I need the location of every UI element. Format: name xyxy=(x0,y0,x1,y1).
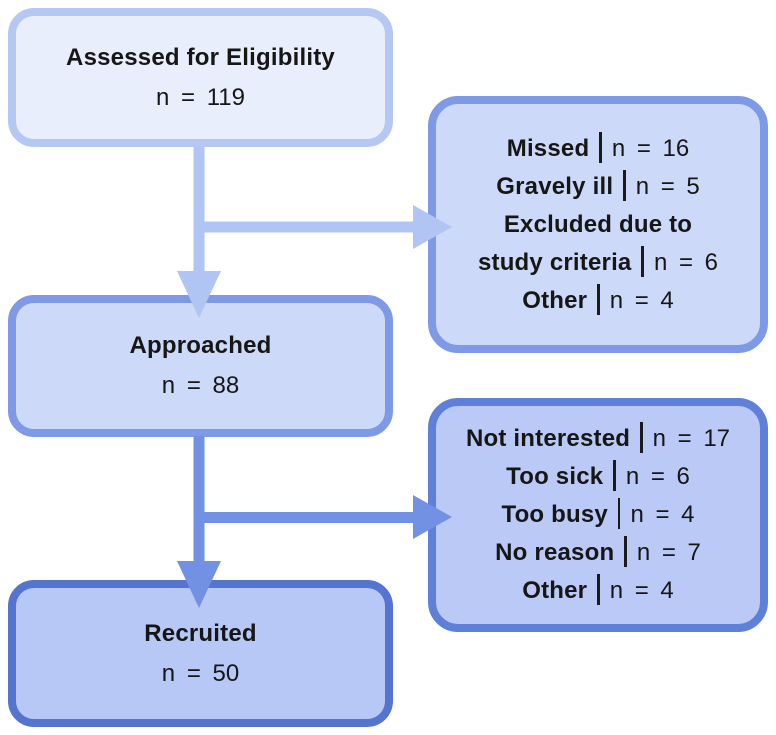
exclusion-count: n = 5 xyxy=(635,172,700,200)
recruited-count: n = 50 xyxy=(161,659,240,687)
decline-item: Too sick n = 6 xyxy=(506,458,690,496)
decline-label: Not interested xyxy=(465,425,631,452)
decline-item: No reason n = 7 xyxy=(495,534,701,572)
arrow-approached-to-recruited-stem xyxy=(193,436,205,566)
divider-bar xyxy=(613,460,616,491)
divider-bar xyxy=(640,422,643,453)
assessed-title: Assessed for Eligibility xyxy=(66,43,335,71)
divider-bar xyxy=(597,283,600,315)
exclusion-label: Excluded due to xyxy=(503,210,693,238)
decline-item: Other n = 4 xyxy=(522,572,674,610)
eligibility-exclusions-box: Missed n = 16 Gravely ill n = 5 Excluded d… xyxy=(428,96,768,353)
decline-count: n = 4 xyxy=(609,577,674,604)
exclusion-label: Missed xyxy=(506,134,590,162)
decline-item: Not interested n = 17 xyxy=(466,420,730,458)
decline-item: Too busy n = 4 xyxy=(501,496,695,534)
exclusion-count: n = 16 xyxy=(611,134,690,162)
decline-label: No reason xyxy=(495,539,615,566)
exclusion-count: n = 6 xyxy=(653,248,719,276)
assessed-box: Assessed for Eligibility n = 119 xyxy=(8,8,393,147)
approached-box: Approached n = 88 xyxy=(8,295,393,437)
arrow-approached-to-declines-branch xyxy=(193,512,415,523)
decline-reasons-box: Not interested n = 17 Too sick n = 6 Too b… xyxy=(428,398,768,632)
exclusion-label: Gravely ill xyxy=(496,172,614,200)
divider-bar xyxy=(624,536,627,567)
decline-count: n = 17 xyxy=(652,425,731,452)
exclusion-item: Excluded due to study criteria n = 6 xyxy=(478,206,718,282)
approached-title: Approached xyxy=(129,332,272,359)
decline-label: Other xyxy=(522,577,588,604)
decline-label: Too sick xyxy=(506,463,604,490)
divider-bar xyxy=(597,574,600,605)
divider-bar xyxy=(641,245,644,277)
exclusion-label: study criteria xyxy=(477,248,632,276)
exclusion-item: Missed n = 16 xyxy=(507,130,689,168)
recruited-box: Recruited n = 50 xyxy=(8,580,393,727)
approached-count: n = 88 xyxy=(161,372,240,399)
recruited-title: Recruited xyxy=(144,619,257,647)
decline-count: n = 7 xyxy=(636,539,701,566)
exclusion-item: Gravely ill n = 5 xyxy=(496,168,700,206)
decline-count: n = 4 xyxy=(630,501,695,528)
divider-bar xyxy=(599,131,602,163)
exclusion-label: Other xyxy=(522,286,588,314)
divider-bar xyxy=(623,169,626,201)
decline-count: n = 6 xyxy=(625,463,690,490)
exclusion-item: Other n = 4 xyxy=(522,282,674,320)
arrow-assessed-to-approached-stem xyxy=(193,146,205,276)
arrow-assessed-to-exclusions-branch xyxy=(193,221,415,233)
exclusion-count: n = 4 xyxy=(609,286,674,314)
divider-bar xyxy=(617,498,621,529)
assessed-count: n = 119 xyxy=(156,83,245,111)
decline-label: Too busy xyxy=(501,501,608,528)
